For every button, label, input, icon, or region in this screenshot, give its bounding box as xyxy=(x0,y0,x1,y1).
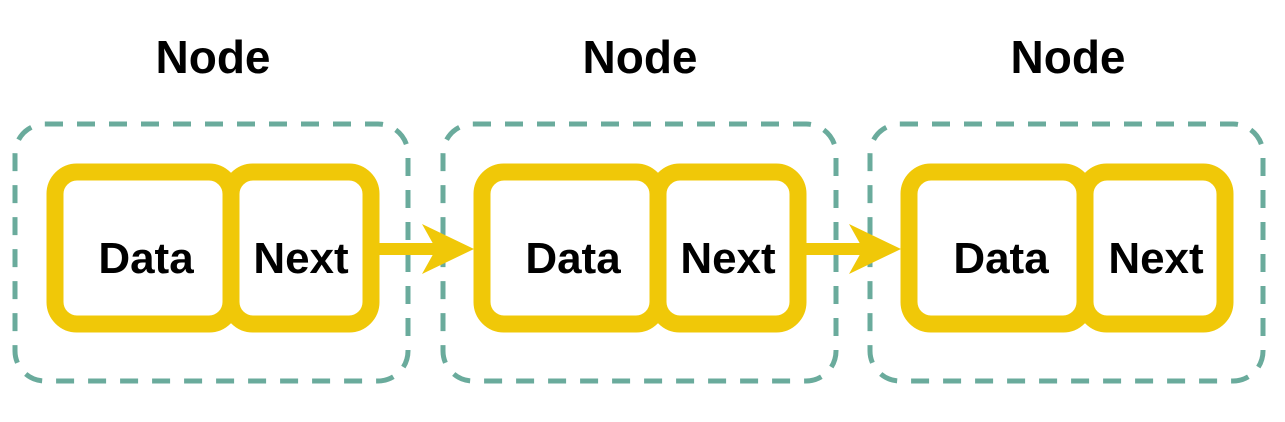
link-arrow-2 xyxy=(805,224,901,274)
node-1-next-cell xyxy=(222,163,380,333)
node-3-next-label: Next xyxy=(1108,234,1204,283)
node-3-title: Node xyxy=(1011,31,1126,83)
node-1-next-label: Next xyxy=(253,234,349,283)
link-arrow-2-head-icon xyxy=(849,224,901,274)
node-3-data-label: Data xyxy=(953,234,1049,283)
node-1-title: Node xyxy=(156,31,271,83)
node-1: Node Data Next xyxy=(12,31,411,384)
node-2-next-label: Next xyxy=(680,234,776,283)
node-2-title: Node xyxy=(583,31,698,83)
node-2: Node Data Next xyxy=(440,31,839,384)
node-1-data-label: Data xyxy=(98,234,194,283)
link-arrow-1 xyxy=(378,224,474,274)
node-1-container xyxy=(12,121,411,384)
node-3: Node Data Next xyxy=(867,31,1266,384)
node-2-next-cell xyxy=(649,163,807,333)
node-3-next-cell xyxy=(1076,163,1234,333)
node-2-data-label: Data xyxy=(525,234,621,283)
link-arrow-1-head-icon xyxy=(422,224,474,274)
